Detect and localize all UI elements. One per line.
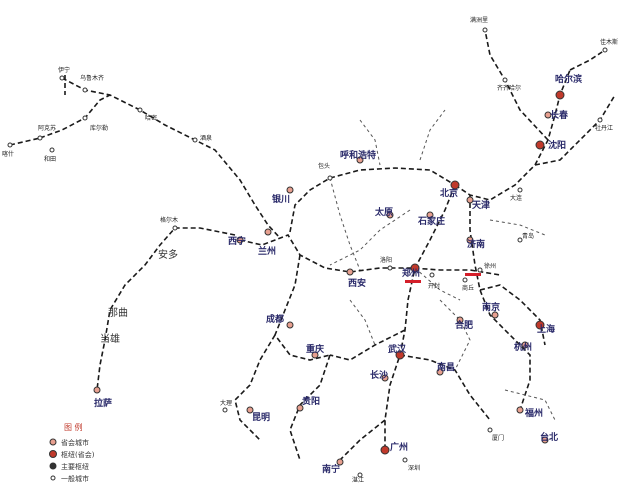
city-label-hefei: 合肥 [455,319,473,331]
city-label-yining: 伊宁 [58,66,70,74]
city-label-changsha: 长沙 [370,369,388,381]
city-label-jinan: 济南 [467,238,485,250]
city-label-dali: 大理 [220,399,232,407]
city-label-baotou: 包头 [318,162,330,170]
city-label-urumqi: 乌鲁木齐 [80,74,104,82]
highlight-bar-zhengzhou [405,280,421,283]
legend-label-hub-capital: 枢纽(省会) [61,450,95,459]
city-label-shanghai: 上海 [537,323,555,335]
city-label-shangqiu: 商丘 [462,284,474,292]
legend-marker-major-hub [49,462,57,470]
city-label-tianjin: 天津 [472,199,490,211]
city-label-nanchang: 南昌 [437,361,455,373]
city-label-kashgar: 喀什 [2,150,14,158]
legend-marker-provincial-capital [49,438,57,446]
city-label-kunming: 昆明 [252,412,270,423]
city-label-nanjing: 南京 [482,301,500,313]
city-label-qingdao: 青岛 [522,232,534,240]
city-label-shijiazhuang: 石家庄 [417,215,445,227]
city-label-taiyuan: 太原 [374,206,393,218]
city-label-luoyang: 洛阳 [380,256,392,264]
city-label-manzhouli: 满洲里 [470,16,488,24]
city-label-kaifeng: 开封 [428,282,440,290]
city-label-fuzhou: 福州 [524,407,543,419]
city-label-korla: 库尔勒 [90,124,108,132]
city-label-shenzhen: 深圳 [408,464,420,472]
city-label-guiyang: 贵阳 [302,395,320,407]
city-label-wuhan: 武汉 [388,343,407,355]
region-label-naqu: 那曲 [108,307,128,319]
city-label-guangzhou: 广州 [390,441,408,453]
city-label-mudanjiang: 牡丹江 [595,124,613,132]
city-label-xiamen: 厦门 [492,434,504,442]
city-label-hotan: 和田 [44,155,56,163]
city-label-qiqihar: 齐齐哈尔 [497,84,521,92]
city-label-dalian: 大连 [510,194,522,202]
legend-title: 图 例 [64,422,83,432]
city-label-hohhot: 呼和浩特 [340,149,376,161]
legend-marker-general-city [50,475,56,481]
city-label-shenyang: 沈阳 [548,139,566,151]
city-label-lhasa: 拉萨 [94,397,112,409]
legend-label-general-city: 一般城市 [61,474,89,483]
city-label-beijing: 北京 [440,187,458,199]
city-label-lanzhou: 兰州 [258,245,276,257]
legend-label-major-hub: 主要枢纽 [61,462,89,471]
city-label-chongqing: 重庆 [306,343,324,355]
city-label-xian: 西安 [348,277,366,289]
city-label-hami: 哈密 [145,114,157,122]
city-label-changchun: 长春 [550,109,569,121]
city-label-golmud: 格尔木 [160,216,178,224]
city-label-hangzhou: 杭州 [514,341,532,353]
region-label-dangxiong: 当雄 [100,332,120,345]
region-label-anduo: 安多 [158,248,178,261]
legend-marker-hub-capital [49,450,57,458]
legend-label-provincial-capital: 省会城市 [61,438,89,447]
city-label-nanning: 南宁 [322,463,340,475]
legend: 图 例 省会城市 枢纽(省会) 主要枢纽 一般城市 [49,422,95,483]
highlight-bar-shangqiu [465,273,481,276]
city-label-aksu: 阿克苏 [38,124,56,132]
city-label-jiamusi: 佳木斯 [600,38,618,46]
city-label-xuzhou: 徐州 [484,262,496,270]
city-label-taipei: 台北 [540,431,558,443]
city-label-zhengzhou: 郑州 [402,267,420,279]
city-label-harbin: 哈尔滨 [555,73,582,85]
city-label-zhanjiang: 湛江 [352,477,364,484]
city-label-jiuquan: 酒泉 [200,134,212,142]
city-markers: 乌鲁木齐 伊宁 库尔勒 阿克苏 喀什 和田 哈密 酒泉 格尔木 西宁 兰州 拉萨… [2,16,618,484]
rail-lines [9,29,616,461]
city-label-chengdu: 成都 [266,313,284,325]
city-label-xining: 西宁 [228,235,246,247]
city-label-yinchuan: 银川 [272,193,290,205]
